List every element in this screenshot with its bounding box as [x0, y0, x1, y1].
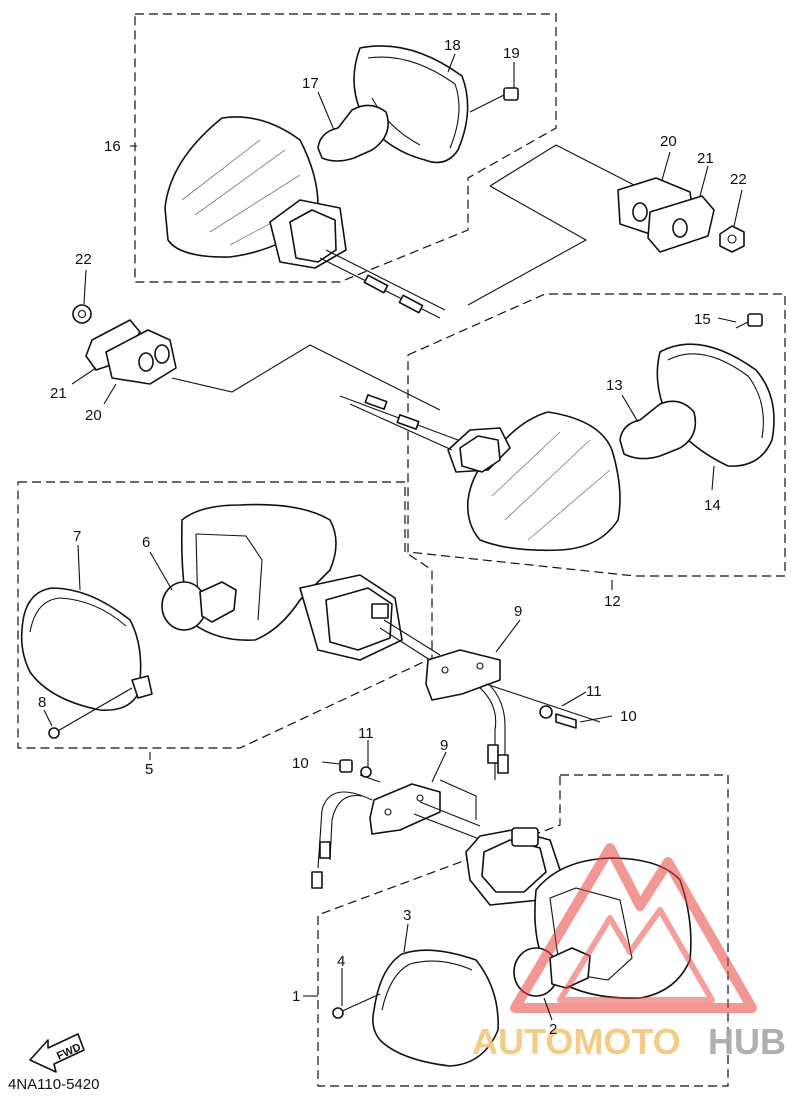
callout-12: 12: [604, 593, 621, 610]
callout-2: 2: [549, 1021, 557, 1038]
callout-6: 6: [142, 534, 150, 551]
callout-7: 7: [73, 528, 81, 545]
callout-1: 1: [292, 988, 300, 1005]
watermark-text-hub: HUB: [708, 1021, 786, 1062]
callout-21-left: 21: [50, 385, 67, 402]
turn-signal-assembly-12: [339, 313, 775, 552]
leader-lines: [43, 53, 743, 1021]
callout-20-left: 20: [85, 407, 102, 424]
callout-3: 3: [403, 907, 411, 924]
assembly-box-16: [134, 13, 557, 283]
automotohub-watermark: AUTOMOTO HUB: [472, 843, 786, 1062]
callout-5: 5: [145, 761, 153, 778]
callout-9-upper: 9: [514, 603, 522, 620]
link-line-left-grommet: [171, 344, 441, 411]
callout-20-upper: 20: [660, 133, 677, 150]
callout-21-upper: 21: [697, 150, 714, 167]
callout-11-upper: 11: [586, 683, 602, 700]
callout-labels: 16 17 18 19 20 21 22 22 21 20 15 13 14 1…: [38, 37, 747, 1038]
callout-8: 8: [38, 694, 46, 711]
callout-17: 17: [302, 75, 319, 92]
callout-10-lower: 10: [292, 755, 309, 772]
callout-10-upper: 10: [620, 708, 637, 725]
callout-22-left: 22: [75, 251, 92, 268]
callout-13: 13: [606, 377, 623, 394]
diagram-code: 4NA110-5420: [8, 1076, 99, 1093]
turn-signal-assembly-16: [164, 45, 745, 319]
callout-22-upper: 22: [730, 171, 747, 188]
assembly-box-5: [17, 481, 433, 749]
callout-18: 18: [444, 37, 461, 54]
assembly-box-1: [317, 774, 729, 1087]
grommet-set-left: [72, 304, 177, 385]
link-line-upper-right: [467, 144, 641, 306]
callout-15: 15: [694, 311, 711, 328]
callout-16: 16: [104, 138, 121, 155]
callout-4: 4: [337, 953, 345, 970]
turn-signal-assembly-5: [20, 503, 601, 780]
callout-19: 19: [503, 45, 520, 62]
fwd-arrow-icon: FWD: [29, 1033, 85, 1073]
callout-14: 14: [704, 497, 721, 514]
callout-11-lower: 11: [358, 725, 374, 742]
watermark-text-automoto: AUTOMOTO: [472, 1021, 681, 1062]
assembly-box-12: [407, 293, 786, 577]
callout-9-lower: 9: [440, 737, 448, 754]
